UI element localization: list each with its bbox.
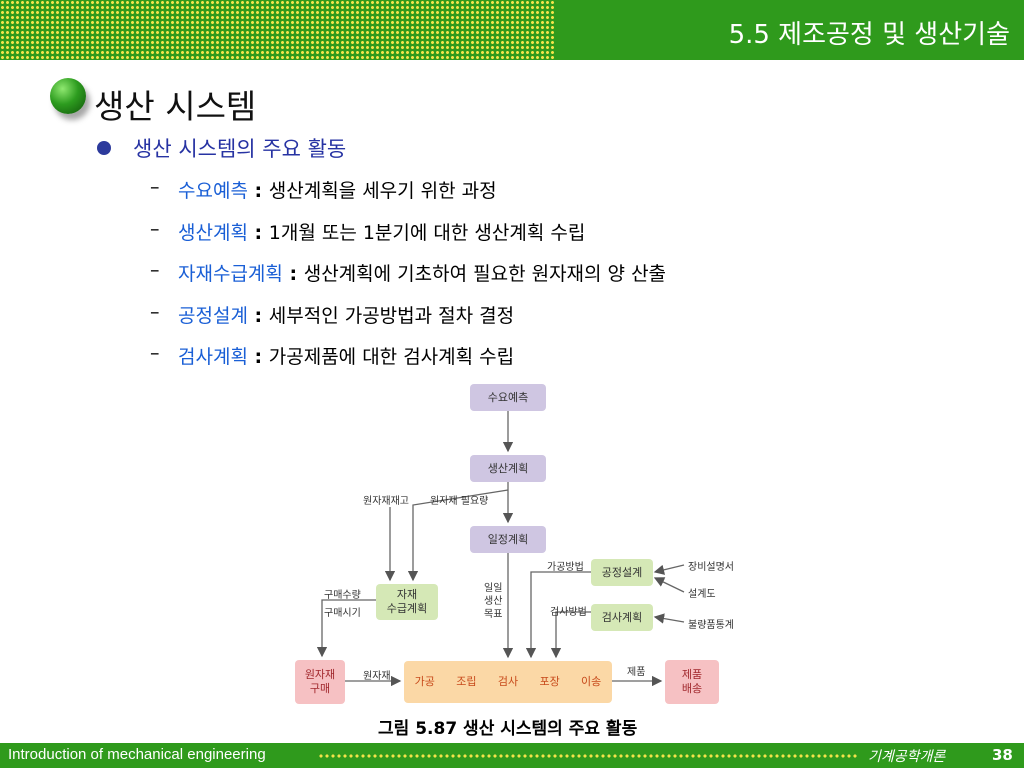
label-raw-stock: 원자재재고 bbox=[363, 496, 409, 507]
process-step: 포장 bbox=[539, 675, 560, 689]
label-daily-target-1: 일일 bbox=[484, 583, 503, 594]
item-description: 생산계획을 세우기 위한 과정 bbox=[268, 180, 497, 202]
arrow-material-to-purchase bbox=[316, 599, 376, 658]
subject-name: 기계공학개론 bbox=[868, 749, 946, 765]
item-description: 가공제품에 대한 검사계획 수립 bbox=[268, 346, 515, 368]
bullet-dot-icon bbox=[97, 141, 111, 155]
item-term: 생산계획 bbox=[178, 221, 248, 244]
node-demand-forecast: 수요예측 bbox=[470, 384, 546, 411]
process-step: 검사 bbox=[497, 675, 519, 689]
node-raw-line2: 구매 bbox=[309, 682, 331, 695]
item-description: 1개월 또는 1분기에 대한 생산계획 수립 bbox=[268, 221, 586, 244]
label-daily-target: 일일 생산 목표 bbox=[484, 582, 502, 621]
node-daily-schedule: 일정계획 bbox=[470, 526, 546, 553]
item-separator: : bbox=[282, 263, 304, 285]
node-raw-line1: 원자재 bbox=[304, 668, 336, 682]
node-production-plan: 생산계획 bbox=[470, 455, 546, 482]
process-step: 조립 bbox=[456, 675, 477, 689]
slide-title: 생산 시스템 bbox=[94, 87, 257, 126]
header-dot-pattern bbox=[0, 0, 555, 60]
item-description: 생산계획에 기초하여 필요한 원자재의 양 산출 bbox=[303, 263, 667, 285]
label-processing-method: 가공방법 bbox=[547, 562, 584, 573]
section-title: 5.5 제조공정 및 생산기술 bbox=[728, 20, 1010, 50]
label-purchase-time: 구매시기 bbox=[324, 608, 361, 619]
label-daily-target-3: 목표 bbox=[484, 609, 503, 620]
node-product-line2: 배송 bbox=[681, 682, 703, 695]
arrow-drawing-to-design bbox=[653, 577, 685, 593]
node-product-line1: 제품 bbox=[681, 668, 703, 682]
node-process-steps: 가공 조립 검사 포장 이송 bbox=[404, 661, 612, 703]
item-separator: : bbox=[247, 221, 269, 244]
node-product-delivery: 제품 배송 bbox=[665, 660, 719, 704]
header-bar: 5.5 제조공정 및 생산기술 bbox=[0, 0, 1024, 60]
node-material-plan: 자재 수급계획 bbox=[376, 584, 438, 620]
process-step: 가공 bbox=[414, 675, 435, 689]
figure-caption: 그림 5.87 생산 시스템의 주요 활동 bbox=[378, 719, 638, 739]
node-inspection-plan: 검사계획 bbox=[591, 604, 653, 631]
node-material-plan-line2: 수급계획 bbox=[386, 602, 428, 615]
page-number: 38 bbox=[992, 746, 1013, 764]
dash-marker: – bbox=[150, 342, 160, 364]
process-step: 이송 bbox=[581, 675, 602, 689]
item-separator: : bbox=[247, 346, 269, 368]
label-inspection-method: 검사방법 bbox=[550, 607, 587, 618]
arrow-spec-to-design bbox=[653, 564, 685, 575]
node-process-design: 공정설계 bbox=[591, 559, 653, 586]
item-term: 검사계획 bbox=[178, 346, 248, 368]
label-purchase-qty: 구매수량 bbox=[324, 590, 361, 601]
item-term: 수요예측 bbox=[178, 180, 248, 202]
dash-marker: – bbox=[150, 176, 160, 198]
item-separator: : bbox=[247, 304, 269, 327]
footer-dot-pattern bbox=[318, 751, 858, 761]
course-name: Introduction of mechanical engineering bbox=[8, 746, 266, 763]
item-term: 공정설계 bbox=[178, 304, 248, 327]
item-description: 세부적인 가공방법과 절차 결정 bbox=[268, 304, 515, 327]
footer-bar: Introduction of mechanical engineering 기… bbox=[0, 743, 1024, 768]
item-term: 자재수급계획 bbox=[178, 263, 283, 285]
main-bullet: 생산 시스템의 주요 활동 bbox=[133, 137, 347, 161]
label-raw-required: 원자재 필요량 bbox=[430, 496, 489, 507]
label-raw-material: 원자재 bbox=[363, 671, 391, 682]
arrow-required-to-material bbox=[407, 489, 509, 582]
node-material-plan-line1: 자재 bbox=[396, 588, 418, 602]
item-separator: : bbox=[247, 180, 269, 202]
node-raw-material-purchase: 원자재 구매 bbox=[295, 660, 345, 704]
dash-marker: – bbox=[150, 300, 160, 323]
label-equipment-spec: 장비설명서 bbox=[688, 562, 734, 573]
dash-marker: – bbox=[150, 217, 160, 240]
arrow-defects-to-inspection bbox=[653, 613, 685, 624]
dash-marker: – bbox=[150, 259, 160, 281]
label-product: 제품 bbox=[627, 667, 646, 678]
label-defect-stats: 불량품통계 bbox=[688, 620, 734, 631]
label-daily-target-2: 생산 bbox=[484, 596, 503, 607]
arrow-design-to-process bbox=[525, 571, 591, 659]
label-design-drawing: 설계도 bbox=[688, 589, 716, 600]
green-ball-icon bbox=[50, 78, 86, 114]
arrow-inspection-to-process bbox=[550, 611, 591, 659]
